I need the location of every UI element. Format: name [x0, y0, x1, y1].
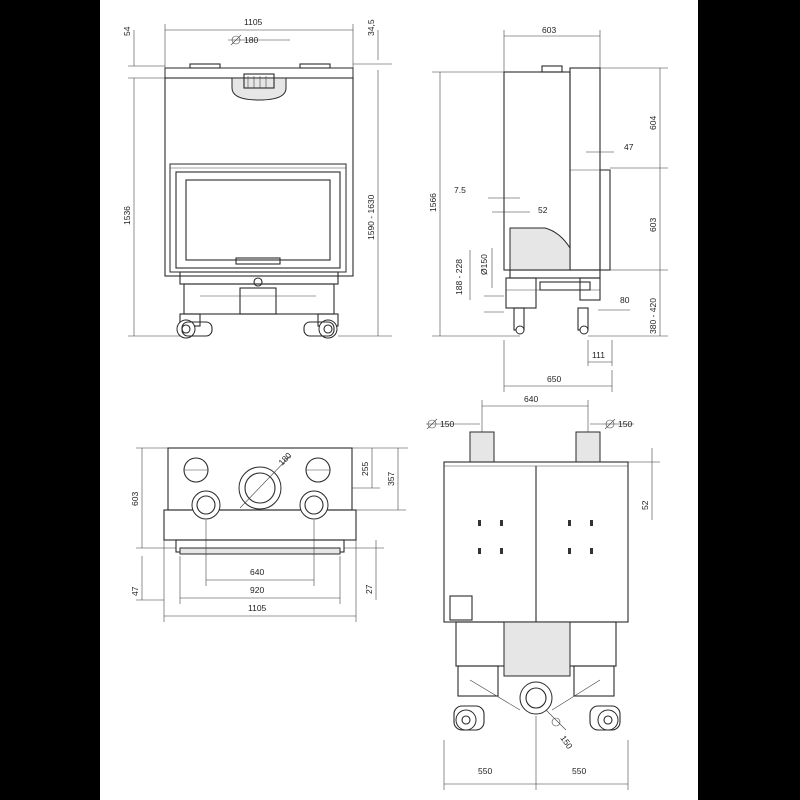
front-top-right-label: 34,5	[366, 19, 376, 36]
top-w1105-label: 1105	[248, 603, 267, 613]
rear-right-half-label: 550	[572, 766, 586, 776]
front-flue-label: 180	[244, 35, 258, 45]
side-outlet-label: Ø150	[479, 254, 489, 275]
top-base-label: 47	[130, 586, 140, 596]
front-height-range-label: 1590 - 1630	[366, 194, 376, 240]
front-height-label: 1536	[122, 206, 132, 225]
rear-right-outlet-label: 150	[618, 419, 632, 429]
top-d255-label: 255	[360, 462, 370, 476]
side-depth-total-label: 650	[547, 374, 561, 384]
top-d357-label: 357	[386, 472, 396, 486]
front-view: 1105 54 1536 34,5 1590 - 1630 180	[122, 17, 392, 339]
side-inset-label: 7.5	[454, 185, 466, 195]
side-gap-label: 47	[624, 142, 634, 152]
side-depth-top-label: 603	[542, 25, 556, 35]
side-foot-label: 80	[620, 295, 630, 305]
top-w920-label: 920	[250, 585, 264, 595]
front-top-offset-label: 54	[122, 26, 132, 36]
top-flue-label: 180	[276, 450, 293, 467]
side-leg-height-label: 380 - 420	[648, 298, 658, 334]
rear-slots	[478, 520, 593, 554]
side-inset2-label: 52	[538, 205, 548, 215]
rear-left-half-label: 550	[478, 766, 492, 776]
rear-view: 640 150 150 52 150 550 550	[426, 394, 660, 790]
side-height-label: 1566	[428, 193, 438, 212]
rear-bottom-outlet-label: 150	[558, 733, 574, 751]
rear-left-outlet-label: 150	[440, 419, 454, 429]
side-outlet-height-label: 188 - 228	[454, 259, 464, 295]
front-width-label: 1105	[244, 17, 263, 27]
side-middle-label: 603	[648, 218, 658, 232]
top-height-label: 603	[130, 492, 140, 506]
side-view: 603 1566 604 603 380 - 420 47 7.5 52 188…	[428, 25, 668, 392]
top-w640-label: 640	[250, 567, 264, 577]
side-bottom-offset-label: 111	[592, 350, 605, 360]
rear-spacing-label: 640	[524, 394, 538, 404]
top-d27-label: 27	[364, 584, 374, 594]
side-upper-label: 604	[648, 116, 658, 130]
right-border-bar	[698, 0, 800, 800]
rear-right-offset-label: 52	[640, 500, 650, 510]
top-view: 180 603 47 255 357 27 640 920 1105	[130, 447, 408, 622]
left-border-bar	[0, 0, 100, 800]
